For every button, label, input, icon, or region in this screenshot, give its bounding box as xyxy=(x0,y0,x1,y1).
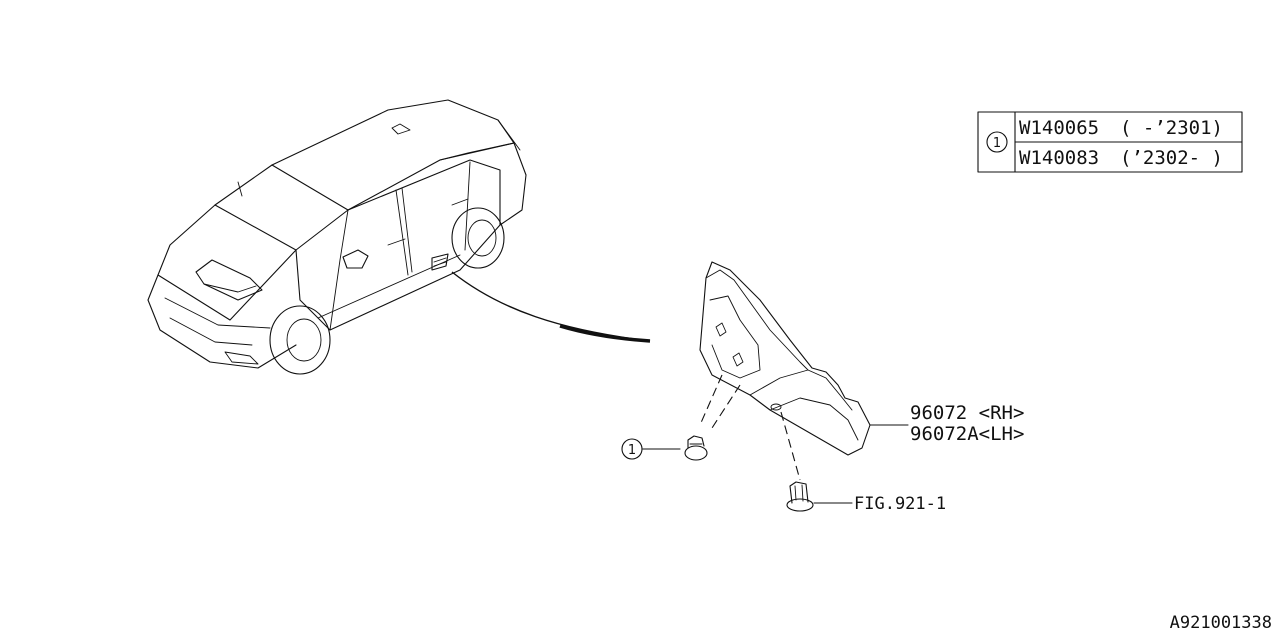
bolt-ref-number: 1 xyxy=(628,443,636,458)
table-row-2-range: (’2302- ) xyxy=(1120,147,1223,169)
part-number-lh: 96072A<LH> xyxy=(910,423,1024,445)
table-row-1-range: ( -’2301) xyxy=(1120,117,1223,139)
clip-dashed-line xyxy=(780,411,801,481)
diagram-id: A921001338 xyxy=(1170,613,1272,633)
table-ref-number: 1 xyxy=(993,136,1001,151)
bolt-fastener xyxy=(684,435,708,461)
bolt-dashed-line-2 xyxy=(699,374,723,426)
clip-figure-reference: FIG.921-1 xyxy=(854,494,946,514)
car-illustration xyxy=(147,99,651,375)
bolt-dashed-line xyxy=(711,384,741,429)
bolt-callout: 1 xyxy=(621,438,681,460)
clip-fastener xyxy=(786,481,814,512)
table-row-2-part: W140083 xyxy=(1019,147,1099,169)
part-number-rh: 96072 <RH> xyxy=(910,402,1024,424)
callout-table: 1 W140065 ( -’2301) W140083 (’2302- ) xyxy=(977,111,1243,173)
table-row-1-part: W140065 xyxy=(1019,117,1099,139)
sill-protector-part xyxy=(699,261,871,456)
